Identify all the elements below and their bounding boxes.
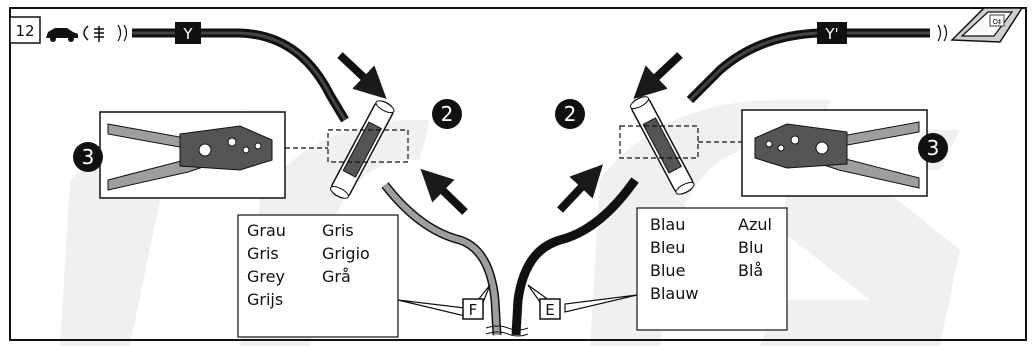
- svg-text:3: 3: [927, 136, 940, 160]
- wire-ends: [485, 325, 529, 337]
- svg-text:3: 3: [82, 145, 95, 169]
- svg-text:2: 2: [564, 102, 577, 126]
- svg-text:F: F: [469, 301, 478, 319]
- wire-label-f: F: [462, 298, 484, 320]
- blue-color-names-box: Blau Bleu Blue Blauw Azul Blu Blå: [636, 207, 788, 331]
- svg-text:E: E: [545, 301, 554, 319]
- crimping-pliers-icon: [754, 121, 920, 189]
- wire-break-left: [117, 24, 128, 42]
- step-number-badge: 12: [9, 16, 41, 44]
- label-y-text: Y: [182, 25, 193, 43]
- connector-label-y: Y: [175, 22, 201, 44]
- callout-crimp-right: 3: [918, 133, 948, 163]
- wire-label-e: E: [539, 298, 561, 320]
- blue-name: Azul: [738, 215, 772, 234]
- blue-name: Blue: [650, 261, 685, 280]
- butt-connector-left: [329, 100, 395, 199]
- label-y-prime-text: Y': [824, 25, 838, 43]
- grey-name: Grey: [247, 267, 285, 286]
- crimping-pliers-panel-left: [99, 111, 286, 199]
- callout-push-right: 2: [555, 99, 585, 129]
- step-number: 12: [15, 22, 34, 40]
- diagram-frame: [9, 7, 1027, 341]
- crimping-pliers-icon: [107, 123, 273, 191]
- blue-name: Blå: [738, 261, 763, 280]
- direction-arrow-icon: [337, 52, 683, 215]
- connector-label-y-prime: Y': [817, 22, 847, 44]
- grey-name: Grå: [322, 267, 351, 286]
- blue-name: Blu: [738, 238, 764, 257]
- blue-name: Bleu: [650, 238, 685, 257]
- butt-connector-right: [629, 96, 695, 195]
- black-wire: [511, 177, 639, 336]
- car-fog-light-icon: [46, 25, 104, 42]
- grey-name: Grijs: [247, 290, 283, 309]
- crimping-pliers-panel-right: [741, 109, 928, 197]
- callout-push-left: 2: [432, 99, 462, 129]
- fog-switch-icon: O‡: [950, 7, 1024, 43]
- grey-name: Gris: [322, 221, 354, 240]
- grey-name: Gris: [247, 244, 279, 263]
- grey-name: Grau: [247, 221, 286, 240]
- crimp-zone-left: [327, 129, 409, 163]
- blue-name: Blau: [650, 215, 685, 234]
- blue-name: Blauw: [650, 284, 698, 303]
- black-cable-left: [132, 28, 349, 123]
- grey-color-names-box: Grau Gris Grey Grijs Gris Grigio Grå: [237, 214, 399, 338]
- svg-text:2: 2: [441, 102, 454, 126]
- wire-break-right: [937, 24, 948, 42]
- svg-text:O‡: O‡: [992, 18, 1002, 26]
- callout-crimp-left: 3: [73, 142, 103, 172]
- crimp-zone-right: [619, 125, 699, 159]
- grey-name: Grigio: [322, 244, 370, 263]
